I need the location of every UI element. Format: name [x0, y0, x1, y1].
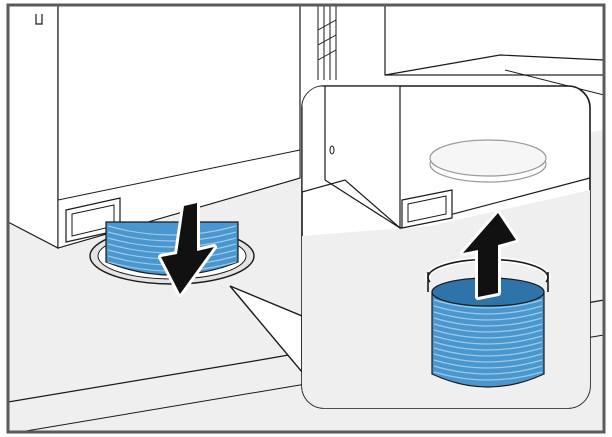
thread-line — [433, 311, 543, 321]
inset-adjustable-foot — [431, 277, 545, 388]
inset-cabinet-base — [324, 177, 590, 229]
inset-cabinet — [302, 86, 401, 230]
thread-line — [433, 371, 543, 381]
appliance-top-tab — [35, 14, 43, 25]
background-floor-strip — [504, 69, 604, 96]
thread-line — [433, 365, 543, 375]
appliance-body-front — [8, 5, 59, 249]
background-cabinet-edge — [384, 54, 604, 76]
thread-line — [433, 359, 543, 369]
inset-vent-slot — [401, 189, 453, 229]
inset-plate — [429, 139, 547, 183]
thread-line — [433, 329, 543, 339]
thread-line — [433, 347, 543, 357]
thread-line — [433, 299, 543, 309]
thread-line — [107, 231, 237, 242]
thread-line — [107, 237, 237, 248]
thread-line — [433, 353, 543, 363]
inset-foot-thread-lines — [433, 299, 543, 381]
wall-gap — [317, 5, 337, 80]
thread-line — [433, 323, 543, 333]
arrow-down-icon — [158, 200, 217, 297]
thread-line — [433, 305, 543, 315]
thread-line — [433, 335, 543, 345]
detail-inset — [301, 85, 591, 409]
inset-screw-hole — [329, 145, 335, 155]
thread-line — [107, 225, 237, 236]
thread-line — [433, 317, 543, 327]
background-cabinet — [384, 5, 604, 76]
thread-line — [433, 341, 543, 351]
arrow-up-icon — [460, 210, 519, 300]
figure-frame — [6, 3, 606, 434]
